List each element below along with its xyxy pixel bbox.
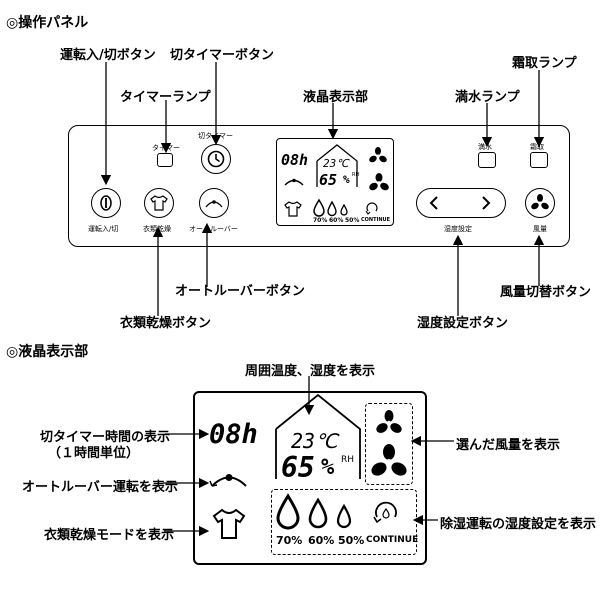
louver-icon [284, 178, 304, 186]
panel-lcd-humidity-unit: % [343, 173, 350, 186]
panel-lcd: 08h 23℃ 65 % RH 70% 60% 50% CONTINUE [276, 138, 394, 226]
lcd-display: 08h 23℃ 65 % RH 70% 60% [193, 391, 427, 565]
clothes-callout: 衣類乾燥モードを表示 [44, 528, 175, 543]
humidity-button-callout: 湿度設定ボタン [417, 316, 509, 331]
timer-lamp [157, 153, 173, 167]
auto-louver-button-label: オートルーバー [189, 225, 238, 233]
fan-speed-button-callout: 風量切替ボタン [500, 285, 592, 300]
panel-lcd-rh: RH [352, 172, 360, 178]
fan-icon [369, 173, 389, 191]
control-panel [68, 125, 570, 247]
lcd-rh: RH [341, 455, 355, 465]
panel-lcd-timer: 08h [281, 151, 309, 169]
humidity-button-label: 湿度設定 [444, 225, 472, 233]
shirt-icon [284, 201, 302, 217]
fan-icon [376, 410, 402, 433]
water-full-lamp-label: 満水 [478, 143, 492, 151]
timer-callout: 切タイマー時間の表示 [40, 430, 171, 445]
panel-lcd-continue: CONTINUE [361, 217, 391, 223]
section2-title: ◎液晶表示部 [6, 344, 89, 360]
water-full-lamp [478, 152, 496, 168]
house-icon [275, 393, 361, 479]
panel-lcd-pct-60: 60% [329, 217, 344, 224]
power-button[interactable] [91, 188, 121, 218]
timer-unit-callout: （１時間単位） [48, 446, 140, 461]
chevron-right-icon[interactable] [481, 196, 491, 210]
louver-icon [205, 200, 223, 208]
clothes-dry-button[interactable] [144, 188, 174, 218]
louver-icon [209, 474, 247, 487]
shirt-icon [212, 508, 246, 539]
defrost-lamp [530, 152, 548, 168]
fan-speed-button-label: 風量 [533, 225, 547, 233]
house-icon [316, 144, 358, 187]
clothes-dry-button-label: 衣類乾燥 [143, 225, 171, 233]
lcd-temperature: 23℃ [291, 429, 338, 453]
chevron-left-icon[interactable] [429, 196, 439, 210]
ambient-callout: 周囲温度、湿度を表示 [245, 364, 376, 379]
panel-lcd-pct-50: 50% [345, 217, 360, 224]
fan-callout: 選んだ風量を表示 [456, 438, 561, 453]
off-timer-label: 切タイマー [198, 132, 233, 140]
shirt-icon [150, 195, 168, 211]
lcd-pct-50: 50% [338, 534, 365, 547]
power-icon [100, 195, 112, 211]
timer-lamp-label: タイマー [152, 144, 180, 152]
auto-louver-button[interactable] [199, 188, 229, 218]
fan-icon [371, 444, 407, 476]
drop-icon [313, 198, 348, 217]
lcd-continue: CONTINUE [366, 535, 419, 545]
drop-icon [276, 493, 352, 530]
defrost-lamp-label: 霜取 [530, 143, 544, 151]
lcd-timer: 08h [209, 419, 258, 450]
auto-louver-button-callout: オートルーバーボタン [175, 284, 305, 299]
panel-lcd-humidity: 65 [319, 171, 338, 189]
clothes-dry-button-callout: 衣類乾燥ボタン [120, 316, 212, 331]
defrost-lamp-callout: 霜取ランプ [512, 56, 577, 71]
section1-title: ◎操作パネル [6, 15, 89, 31]
lcd-pct-70: 70% [276, 534, 303, 547]
power-button-callout: 運転入/切ボタン [60, 48, 156, 63]
timer-lamp-callout: タイマーランプ [120, 90, 211, 105]
continue-icon [365, 202, 378, 215]
lcd-humidity: 65 [281, 451, 315, 484]
continue-icon [373, 501, 397, 524]
off-timer-button-callout: 切タイマーボタン [170, 48, 275, 63]
humidity-button[interactable] [416, 188, 506, 218]
fan-icon [369, 147, 387, 163]
louver-callout: オートルーバー運転を表示 [22, 480, 178, 495]
fan-box [365, 403, 413, 485]
clock-icon [207, 150, 225, 168]
off-timer-button[interactable] [201, 144, 231, 174]
panel-lcd-temperature: 23℃ [323, 157, 349, 170]
fan-icon [531, 194, 549, 210]
lcd-pct-60: 60% [308, 534, 335, 547]
power-button-label: 運転入/切 [88, 225, 119, 233]
humidity-setting-callout: 除湿運転の湿度設定を表示 [440, 517, 597, 532]
water-full-lamp-callout: 満水ランプ [455, 90, 520, 105]
lcd-callout: 液晶表示部 [303, 90, 369, 105]
fan-speed-button[interactable] [525, 188, 555, 218]
panel-lcd-pct-70: 70% [313, 217, 328, 224]
lcd-humidity-unit: % [321, 455, 335, 480]
